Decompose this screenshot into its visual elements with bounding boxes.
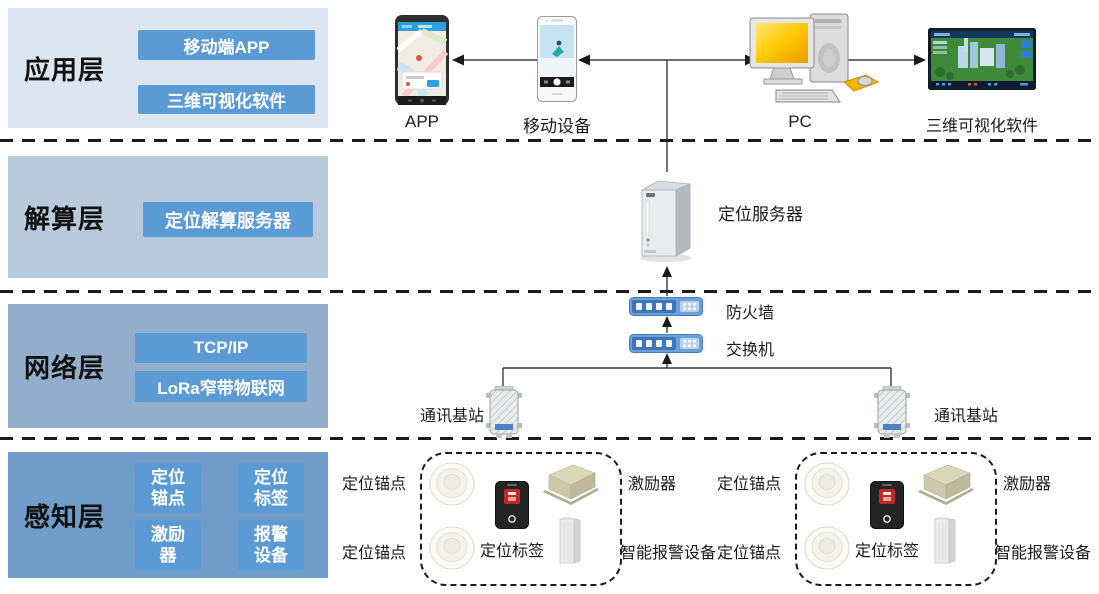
alarm-label: 智能报警设备: [995, 545, 1092, 562]
anchor-disc-icon: [428, 524, 476, 570]
layer-solver-title: 解算层: [24, 203, 106, 234]
anchor-label: 定位锚点: [717, 476, 782, 493]
pill-positioning-anchor: 定位 锚点: [135, 463, 201, 513]
sensor-group-right: 定位锚点 定位锚点: [715, 445, 1099, 590]
app-label: APP: [404, 112, 440, 131]
anchor-disc-icon: [803, 460, 851, 506]
anchor-label: 定位锚点: [717, 545, 782, 562]
layer-separator-2: [0, 290, 1099, 293]
anchor-label: 定位锚点: [342, 545, 407, 562]
anchor-disc-icon: [803, 524, 851, 570]
exciter-icon: [918, 461, 974, 505]
alarm-device-icon: [556, 517, 582, 565]
tag-label: 定位标签: [479, 543, 544, 560]
layer-perception-title: 感知层: [24, 501, 106, 532]
layer-application-title: 应用层: [24, 54, 106, 85]
pill-alarm-device: 报警 设备: [238, 520, 304, 570]
base-station-left-icon: [486, 386, 522, 440]
server-icon: [632, 172, 702, 264]
pill-lora-iot: LoRa窄带物联网: [135, 371, 307, 402]
firewall-icon: [629, 297, 703, 316]
tag-label: 定位标签: [854, 543, 919, 560]
sensor-group-boundary: [420, 452, 622, 586]
sensor-group-boundary: [795, 452, 997, 586]
firewall-label: 防火墙: [726, 305, 775, 322]
switch-icon: [629, 334, 703, 353]
layer-separator-1: [0, 139, 1099, 142]
pc-label: PC: [788, 112, 812, 131]
layer-solver: 解算层 定位解算服务器: [8, 156, 328, 278]
pc-icon: [748, 10, 880, 108]
pill-exciter: 激励 器: [135, 520, 201, 570]
base-station-left-label: 通讯基站: [420, 408, 485, 425]
viz-software-label: 三维可视化软件: [925, 118, 1038, 135]
alarm-label: 智能报警设备: [620, 545, 717, 562]
layer-perception: 感知层 定位 锚点 定位 标签 激励 器 报警 设备: [8, 452, 328, 578]
anchor-label: 定位锚点: [342, 476, 407, 493]
server-label: 定位服务器: [718, 205, 803, 224]
tag-device-icon: [495, 481, 529, 529]
alarm-device-icon: [931, 517, 957, 565]
layer-separator-3: [0, 437, 1099, 440]
base-station-right-icon: [874, 386, 910, 440]
anchor-disc-icon: [428, 460, 476, 506]
viz-software-screen-icon: [928, 28, 1036, 90]
pill-positioning-solver-server: 定位解算服务器: [143, 202, 313, 237]
exciter-icon: [543, 461, 599, 505]
smartphone-app-icon: [394, 14, 450, 106]
exciter-label: 激励器: [628, 476, 677, 493]
sensor-group-left: 定位锚点 定位锚点: [340, 445, 720, 590]
mobile-device-label: 移动设备: [523, 117, 591, 136]
mobile-device-icon: [537, 16, 577, 102]
layer-network-title: 网络层: [24, 352, 106, 383]
switch-label: 交换机: [726, 342, 775, 359]
pill-3d-viz-software: 三维可视化软件: [138, 85, 315, 114]
layer-network: 网络层 TCP/IP LoRa窄带物联网: [8, 304, 328, 428]
pill-mobile-app: 移动端APP: [138, 30, 315, 60]
base-station-right-label: 通讯基站: [934, 408, 999, 425]
exciter-label: 激励器: [1003, 476, 1052, 493]
layer-application: 应用层 移动端APP 三维可视化软件: [8, 8, 328, 128]
pill-positioning-tag: 定位 标签: [238, 463, 304, 513]
tag-device-icon: [870, 481, 904, 529]
pill-tcpip: TCP/IP: [135, 333, 307, 363]
